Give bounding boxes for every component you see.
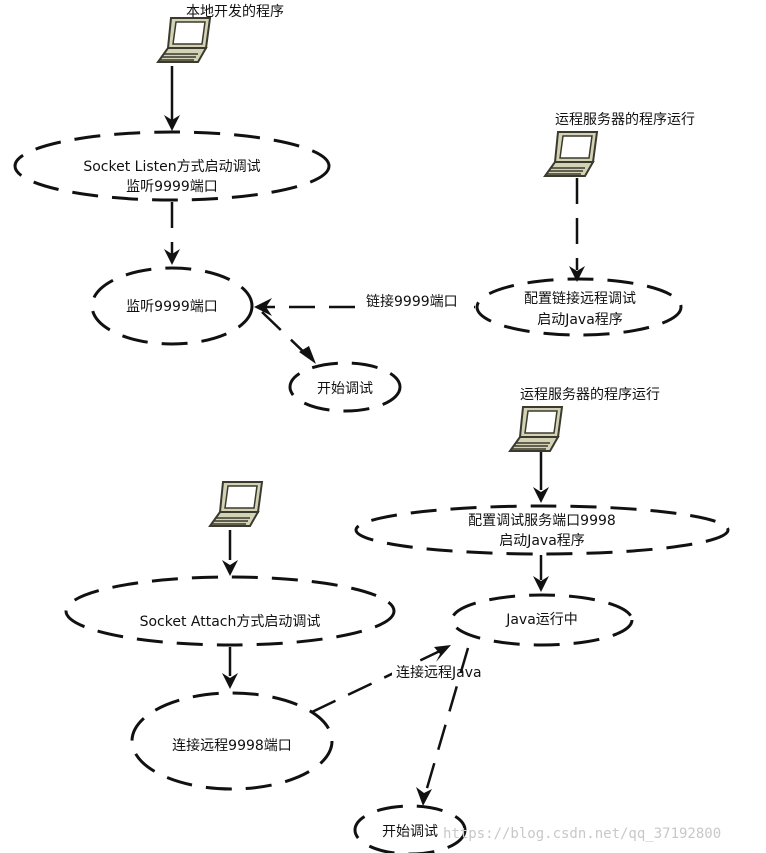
node-outline <box>450 593 634 647</box>
arrow-head <box>533 576 549 592</box>
remote-computer-bottom: 运程服务器的程序运行 <box>509 387 660 452</box>
node-outline <box>475 277 683 337</box>
java-running-node: Java运行中 <box>450 593 634 647</box>
node-label: Java运行中 <box>505 612 578 628</box>
node-outline <box>354 504 730 556</box>
socket-attach-node: Socket Attach方式启动调试 <box>64 575 396 647</box>
node-outline <box>288 361 402 413</box>
node-label-line1: Socket Listen方式启动调试 <box>83 159 260 175</box>
laptop-icon <box>544 131 598 177</box>
node-label: 开始调试 <box>382 824 438 840</box>
listen-port-node: 监听9999端口 <box>90 266 254 346</box>
arrow-head <box>222 673 238 689</box>
node-outline <box>90 266 254 346</box>
remote-computer-top: 运程服务器的程序运行 <box>544 112 695 177</box>
arrow-head <box>533 487 549 503</box>
local-computer-label: 本地开发的程序 <box>186 4 284 20</box>
connect-port-node: 连接远程9998端口 <box>130 691 334 791</box>
node-outline <box>130 691 334 791</box>
local-computer-bottom <box>209 481 263 527</box>
edge-label: 连接远程Java <box>396 664 482 681</box>
edge-line <box>311 648 443 714</box>
node-label: Socket Attach方式启动调试 <box>140 614 321 630</box>
laptop-icon <box>209 481 263 527</box>
node-outline <box>13 130 331 202</box>
node-label-line1: 配置链接远程调试 <box>524 290 636 307</box>
arrow-head <box>254 298 272 316</box>
edge-label-bg <box>392 663 496 681</box>
edge-label-bg <box>362 292 474 310</box>
node-outline <box>64 575 396 647</box>
remote-config-node-top: 配置链接远程调试 启动Java程序 <box>475 277 683 337</box>
watermark: https://blog.csdn.net/qq_37192800 <box>443 826 721 842</box>
arrow-head <box>569 266 585 282</box>
node-label-line2: 启动Java程序 <box>499 533 585 549</box>
remote-computer-label: 运程服务器的程序运行 <box>520 387 660 403</box>
node-label-line1: 配置调试服务端口9998 <box>468 513 616 529</box>
start-debug-node-top: 开始调试 <box>288 361 402 413</box>
local-computer: 本地开发的程序 <box>157 4 284 63</box>
laptop-icon <box>509 406 563 452</box>
edge-label: 链接9999端口 <box>366 293 458 310</box>
arrow-head <box>164 249 180 265</box>
node-label: 监听9999端口 <box>126 299 218 315</box>
node-label: 开始调试 <box>317 381 373 397</box>
laptop-icon <box>157 17 211 63</box>
node-label-line2: 监听9999端口 <box>126 179 218 195</box>
start-debug-node-bottom: 开始调试 <box>353 804 467 853</box>
arrow-head <box>222 560 238 576</box>
remote-computer-label: 运程服务器的程序运行 <box>555 112 695 128</box>
node-label-line2: 启动Java程序 <box>537 312 623 328</box>
arrow-head <box>416 787 432 806</box>
node-outline <box>353 804 467 853</box>
arrow-head <box>434 645 451 662</box>
node-label: 连接远程9998端口 <box>172 737 292 754</box>
arrow-head <box>299 346 316 364</box>
remote-config-node-bottom: 配置调试服务端口9998 启动Java程序 <box>354 504 730 556</box>
arrow-line <box>423 647 470 796</box>
socket-listen-node: Socket Listen方式启动调试 监听9999端口 <box>13 130 331 202</box>
